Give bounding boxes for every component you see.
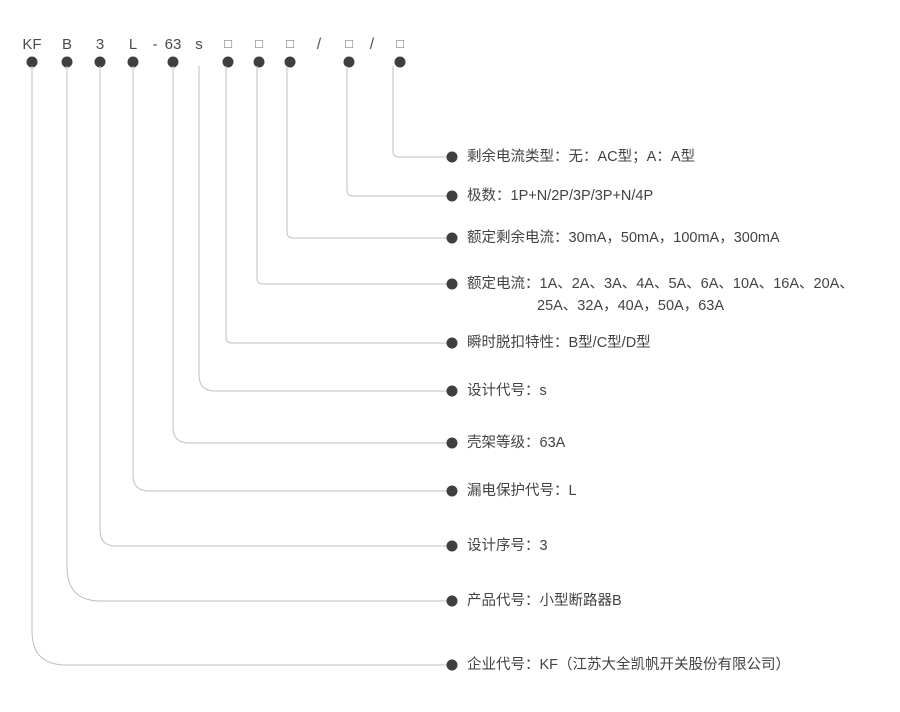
- code-segment-slash-1: /: [316, 36, 322, 53]
- description-leakage: 漏电保护代号：L: [467, 480, 577, 502]
- code-node-enterprise: [26, 56, 38, 68]
- code-segment-trip-curve: □: [224, 36, 232, 51]
- description-residual-current: 额定剩余电流：30mA，50mA，100mA，300mA: [467, 227, 780, 249]
- code-node-poles: [343, 56, 355, 68]
- description-node-rated-current: [446, 278, 458, 290]
- description-text-rated-current-line-1: 额定电流：1A、2A、3A、4A、5A、6A、10A、16A、20A、: [467, 276, 854, 292]
- connector-product: [66, 66, 447, 602]
- connector-enterprise: [31, 66, 447, 666]
- description-text-design-code-line-1: 设计代号：s: [467, 383, 547, 399]
- code-node-leakage: [127, 56, 139, 68]
- description-design-serial: 设计序号：3: [467, 535, 548, 557]
- description-text-frame-rating-line-1: 壳架等级：63A: [467, 435, 566, 451]
- description-text-residual-type-line-1: 剩余电流类型：无：AC型；A：A型: [467, 149, 695, 165]
- description-text-poles-line-1: 极数：1P+N/2P/3P/3P+N/4P: [467, 188, 654, 204]
- code-segment-product: B: [61, 36, 73, 53]
- connector-trip-curve: [225, 66, 447, 344]
- code-segment-frame-rating: 63: [164, 36, 182, 53]
- description-text-design-serial-line-1: 设计序号：3: [467, 538, 548, 554]
- description-text-residual-current-line-1: 额定剩余电流：30mA，50mA，100mA，300mA: [467, 230, 780, 246]
- code-segment-leakage: L: [128, 36, 138, 53]
- description-text-leakage-line-1: 漏电保护代号：L: [467, 483, 577, 499]
- code-segment-poles: □: [345, 36, 353, 51]
- connector-leakage: [132, 66, 447, 492]
- code-node-product: [61, 56, 73, 68]
- code-node-residual-type: [394, 56, 406, 68]
- description-node-frame-rating: [446, 437, 458, 449]
- description-node-residual-type: [446, 151, 458, 163]
- connector-design-serial: [99, 66, 447, 547]
- code-segment-design-serial: 3: [95, 36, 105, 53]
- description-node-residual-current: [446, 232, 458, 244]
- connector-design-code: [198, 66, 447, 392]
- connector-rated-current: [256, 66, 447, 285]
- description-frame-rating: 壳架等级：63A: [467, 432, 565, 454]
- code-node-residual-current: [284, 56, 296, 68]
- description-design-code: 设计代号：s: [467, 380, 547, 402]
- description-node-trip-curve: [446, 337, 458, 349]
- description-product: 产品代号：小型断路器B: [467, 590, 622, 612]
- code-node-design-serial: [94, 56, 106, 68]
- description-trip-curve: 瞬时脱扣特性：B型/C型/D型: [467, 332, 651, 354]
- description-node-design-serial: [446, 540, 458, 552]
- code-segment-residual-type: □: [396, 36, 404, 51]
- connector-residual-current: [286, 66, 447, 239]
- code-segment-design-code: s: [195, 36, 203, 53]
- code-node-trip-curve: [222, 56, 234, 68]
- description-node-leakage: [446, 485, 458, 497]
- description-node-product: [446, 595, 458, 607]
- connector-poles: [346, 66, 447, 197]
- description-enterprise: 企业代号：KF（江苏大全凯帆开关股份有限公司）: [467, 654, 790, 676]
- code-segment-dash: -: [152, 36, 158, 53]
- description-poles: 极数：1P+N/2P/3P/3P+N/4P: [467, 185, 653, 207]
- code-segment-rated-current: □: [255, 36, 263, 51]
- description-residual-type: 剩余电流类型：无：AC型；A：A型: [467, 146, 695, 168]
- description-text-enterprise-line-1: 企业代号：KF（江苏大全凯帆开关股份有限公司）: [467, 657, 791, 673]
- description-text-trip-curve-line-1: 瞬时脱扣特性：B型/C型/D型: [467, 335, 651, 351]
- code-node-frame-rating: [167, 56, 179, 68]
- description-rated-current: 额定电流：1A、2A、3A、4A、5A、6A、10A、16A、20A、 25A、3…: [467, 273, 854, 317]
- description-node-poles: [446, 190, 458, 202]
- code-segment-residual-current: □: [286, 36, 294, 51]
- description-text-rated-current-line-2: 25A、32A，40A，50A，63A: [537, 298, 724, 314]
- description-node-enterprise: [446, 659, 458, 671]
- code-node-rated-current: [253, 56, 265, 68]
- description-node-design-code: [446, 385, 458, 397]
- description-text-product-line-1: 产品代号：小型断路器B: [467, 593, 622, 609]
- code-segment-enterprise: KF: [22, 36, 42, 53]
- connector-residual-type: [392, 66, 447, 158]
- code-segment-slash-2: /: [369, 36, 375, 53]
- connector-frame-rating: [172, 66, 447, 444]
